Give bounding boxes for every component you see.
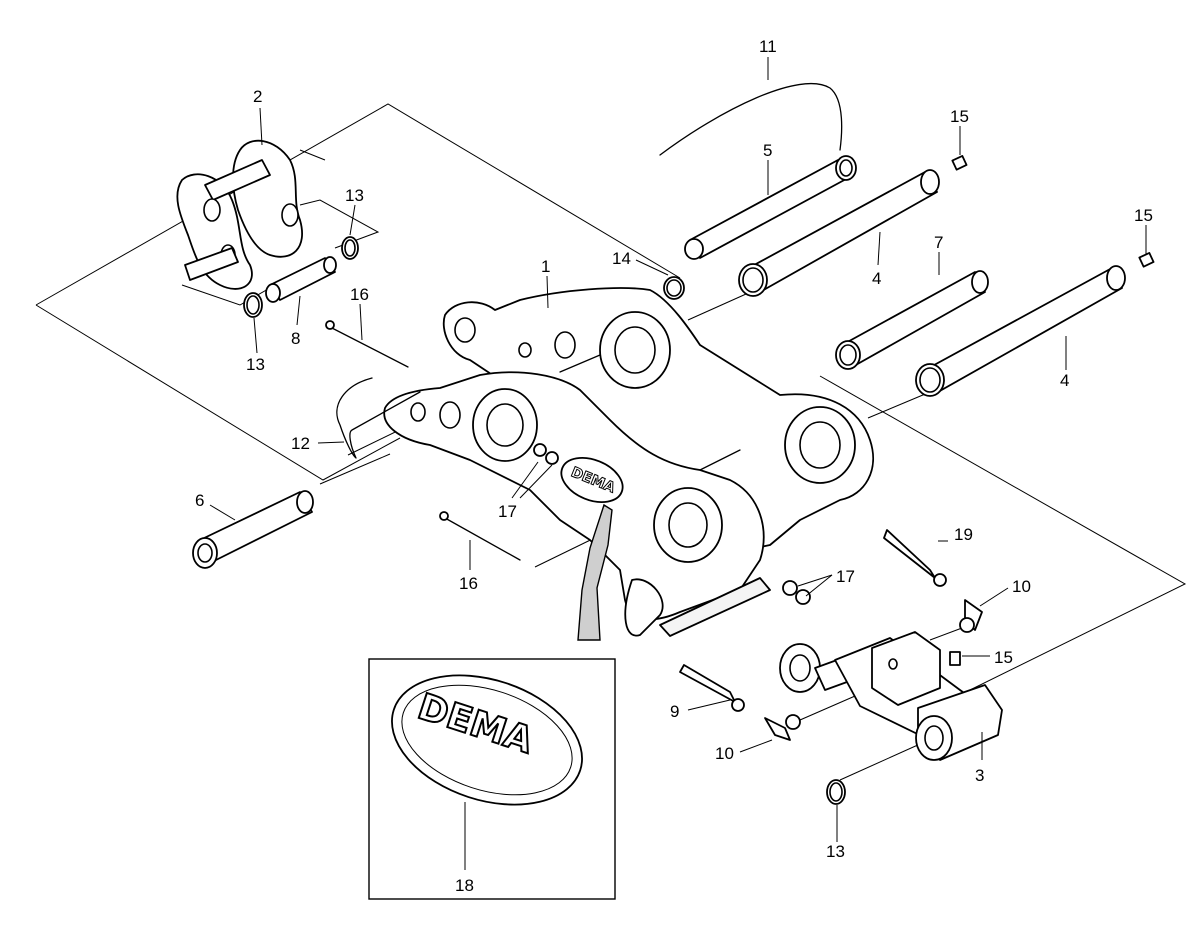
frame-logo-badge: DEMA <box>560 457 624 503</box>
hydraulic-cylinder-part <box>779 631 1003 761</box>
callout-9: 9 <box>670 702 679 721</box>
callout-12: 12 <box>291 434 310 453</box>
callout-4-lower: 4 <box>1060 371 1069 390</box>
long-pin-parts <box>738 169 1126 397</box>
callout-13-bottom: 13 <box>826 842 845 861</box>
callout-15-lower: 15 <box>994 648 1013 667</box>
circlip-parts <box>243 236 846 805</box>
callout-5: 5 <box>763 141 772 160</box>
callout-8: 8 <box>291 329 300 348</box>
callout-labels: 11 2 15 5 13 15 7 14 1 4 16 8 13 4 12 6 … <box>195 37 1153 895</box>
callout-15-right: 15 <box>1134 206 1153 225</box>
callout-18: 18 <box>455 876 474 895</box>
logo-detail-box: DEMA <box>368 658 616 900</box>
small-pin-part <box>265 256 337 303</box>
callout-4-upper: 4 <box>872 269 881 288</box>
callout-10-lower: 10 <box>715 744 734 763</box>
hose-and-elbow-parts <box>679 529 983 741</box>
detail-arrow <box>577 503 613 641</box>
ring-pin-part <box>684 155 857 260</box>
lynch-pin-part <box>336 377 421 459</box>
callout-16-lower: 16 <box>459 574 478 593</box>
leader-lines <box>209 57 1147 870</box>
medium-pin-part <box>835 270 989 370</box>
lanyard-wire-part <box>659 83 843 156</box>
callout-13-left: 13 <box>246 355 265 374</box>
callout-13-top: 13 <box>345 186 364 205</box>
callout-17-right: 17 <box>836 567 855 586</box>
grease-nipple-parts <box>949 155 1155 666</box>
coupler-frame-part <box>383 287 875 637</box>
callout-19: 19 <box>954 525 973 544</box>
callout-10-upper: 10 <box>1012 577 1031 596</box>
callout-6: 6 <box>195 491 204 510</box>
callout-14: 14 <box>612 249 631 268</box>
callout-11: 11 <box>759 37 777 56</box>
callout-7: 7 <box>934 233 943 252</box>
bolt-parts <box>325 320 521 561</box>
callout-17-left: 17 <box>498 502 517 521</box>
locking-pin-part <box>192 490 314 569</box>
callout-2: 2 <box>253 87 262 106</box>
callout-15-top: 15 <box>950 107 969 126</box>
callout-1: 1 <box>541 257 550 276</box>
callout-3: 3 <box>975 766 984 785</box>
callout-16-upper: 16 <box>350 285 369 304</box>
pin-link-bracket-part <box>176 139 303 290</box>
nut-parts <box>533 443 811 605</box>
